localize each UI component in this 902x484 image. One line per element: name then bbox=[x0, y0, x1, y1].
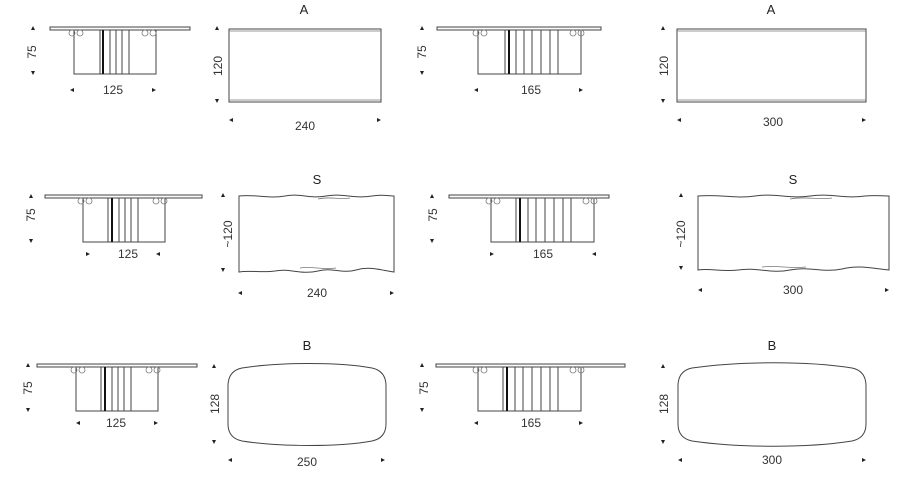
tabletop-barrel-outline bbox=[227, 363, 387, 446]
plan-length-label: 250 bbox=[297, 455, 317, 469]
side-width-label: 125 bbox=[106, 416, 126, 430]
plan-title: B bbox=[303, 338, 312, 353]
plan-view-a-240: A 120 240 bbox=[211, 2, 382, 133]
side-height-label: 75 bbox=[21, 381, 35, 395]
plan-length-label: 300 bbox=[762, 453, 782, 467]
side-height-label: 75 bbox=[25, 45, 39, 59]
plan-depth-label: 120 bbox=[657, 56, 671, 76]
table-base bbox=[477, 366, 582, 412]
table-base bbox=[75, 366, 159, 412]
plan-title: A bbox=[767, 2, 776, 17]
table-base bbox=[477, 29, 582, 75]
plan-view-s-240: S ~120 240 bbox=[221, 172, 395, 300]
table-base bbox=[82, 197, 166, 243]
plan-view-b-300: B 128 300 bbox=[657, 338, 867, 467]
tabletop-barrel-outline bbox=[677, 362, 867, 447]
plan-depth-label: ~120 bbox=[674, 220, 688, 247]
side-height-label: 75 bbox=[24, 208, 38, 222]
plan-length-label: 240 bbox=[295, 119, 315, 133]
row-s: 75 125 S ~120 240 bbox=[24, 172, 890, 300]
side-view-a-165: 75 165 bbox=[415, 26, 602, 97]
side-width-label: 125 bbox=[103, 83, 123, 97]
plan-depth-label: 128 bbox=[657, 394, 671, 414]
tabletop-organic-outline bbox=[697, 194, 890, 272]
plan-title: S bbox=[789, 172, 798, 187]
side-view-s-125: 75 125 bbox=[24, 194, 203, 261]
plan-view-b-250: B 128 250 bbox=[208, 338, 387, 469]
table-base bbox=[73, 29, 157, 75]
plan-title: B bbox=[768, 338, 777, 353]
plan-length-label: 300 bbox=[783, 283, 803, 297]
plan-length-label: 300 bbox=[763, 115, 783, 129]
tabletop-organic-outline bbox=[238, 194, 395, 273]
side-width-label: 165 bbox=[533, 247, 553, 261]
side-width-label: 165 bbox=[521, 416, 541, 430]
plan-depth-label: ~120 bbox=[221, 220, 235, 247]
side-height-label: 75 bbox=[415, 45, 429, 59]
side-view-b-165: 75 165 bbox=[417, 363, 626, 430]
side-view-s-165: 75 165 bbox=[426, 194, 610, 261]
side-width-label: 125 bbox=[118, 247, 138, 261]
plan-depth-label: 128 bbox=[208, 394, 222, 414]
side-view-b-125: 75 125 bbox=[21, 363, 198, 430]
tabletop-rectangle bbox=[676, 28, 867, 103]
side-width-label: 165 bbox=[521, 83, 541, 97]
plan-title: A bbox=[300, 2, 309, 17]
row-a: 75 125 A 120 240 bbox=[25, 2, 867, 133]
plan-depth-label: 120 bbox=[211, 56, 225, 76]
tabletop-rectangle bbox=[228, 28, 382, 103]
plan-view-a-300: A 120 300 bbox=[657, 2, 867, 129]
row-b: 75 125 B 128 250 bbox=[21, 338, 867, 469]
side-view-a-125: 75 125 bbox=[25, 26, 191, 97]
side-height-label: 75 bbox=[426, 208, 440, 222]
side-height-label: 75 bbox=[417, 381, 431, 395]
plan-length-label: 240 bbox=[307, 286, 327, 300]
plan-title: S bbox=[313, 172, 322, 187]
table-base bbox=[490, 197, 595, 243]
plan-view-s-300: S ~120 300 bbox=[674, 172, 890, 297]
